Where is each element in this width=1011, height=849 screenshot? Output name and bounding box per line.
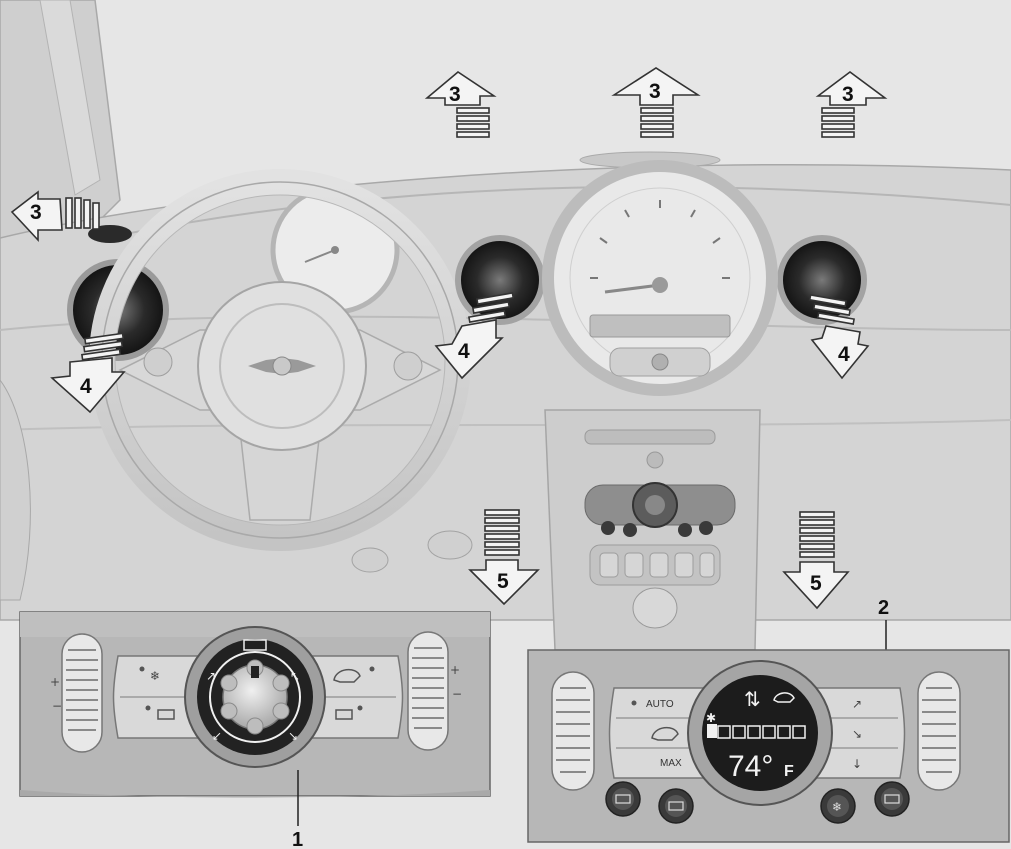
- face-vent-icon: ↘: [852, 727, 862, 741]
- footwell-vent-button[interactable]: ↓: [852, 757, 862, 771]
- arrow-number-3: 3: [30, 201, 42, 224]
- max-cooling-button[interactable]: MAX: [660, 758, 682, 769]
- arrow-number-5: 5: [810, 572, 822, 595]
- windshield-vent-button[interactable]: ↗: [852, 697, 862, 711]
- rear-window-defrost-button[interactable]: [606, 782, 640, 816]
- fan-icon: ✱: [706, 711, 716, 725]
- auto-label: AUTO: [646, 699, 674, 710]
- callout-1: 1: [292, 829, 303, 849]
- temperature-distribution-knob[interactable]: ↗ ↖ ↙ ↘: [185, 627, 325, 767]
- temperature-unit: F: [784, 763, 794, 780]
- windshield-defrost-button[interactable]: [659, 789, 693, 823]
- face-vent-icon: ↗: [852, 697, 862, 711]
- face-vent-icon: ↖: [290, 669, 300, 683]
- arrow-number-4: 4: [80, 375, 92, 398]
- snowflake-icon: ❄: [150, 669, 160, 683]
- arrow-number-4: 4: [838, 343, 850, 366]
- arrow-number-3: 3: [649, 80, 661, 103]
- footwell-icon: ↓: [852, 757, 862, 771]
- arrow-number-3: 3: [449, 83, 461, 106]
- gear-shift: [633, 588, 677, 628]
- left-temperature-thumbwheel[interactable]: [552, 672, 594, 790]
- svg-text:−: −: [452, 687, 462, 701]
- svg-text:+: +: [50, 675, 60, 689]
- face-vent-icon: ↗: [206, 669, 216, 683]
- svg-text:+: +: [450, 663, 460, 677]
- callout-2: 2: [878, 597, 889, 619]
- radio-display: [590, 315, 730, 337]
- footwell-icon: ↙: [212, 729, 222, 743]
- right-temperature-thumbwheel[interactable]: [918, 672, 960, 790]
- footwell-icon: ↘: [288, 729, 298, 743]
- climate-display: ⇅ ✱ 74° F: [688, 661, 832, 805]
- automatic-climate-panel: AUTO MAX ↗ ↘ ↓ ⇅ ✱: [528, 650, 1009, 842]
- face-vent-button[interactable]: ↘: [852, 727, 862, 741]
- max-defrost-button[interactable]: [875, 782, 909, 816]
- manual-climate-panel: + − + − ❄: [20, 612, 490, 826]
- snowflake-icon: ❄: [832, 800, 842, 814]
- max-label: MAX: [660, 758, 682, 769]
- arrow-number-4: 4: [458, 340, 470, 363]
- center-left-dash-vent: [458, 238, 542, 322]
- svg-text:−: −: [52, 699, 62, 713]
- arrow-number-3: 3: [842, 83, 854, 106]
- temperature-readout: 74°: [728, 750, 773, 783]
- air-distribution-icon: ⇅: [744, 687, 761, 711]
- ac-button[interactable]: ❄: [821, 789, 855, 823]
- arrow-number-5: 5: [497, 570, 509, 593]
